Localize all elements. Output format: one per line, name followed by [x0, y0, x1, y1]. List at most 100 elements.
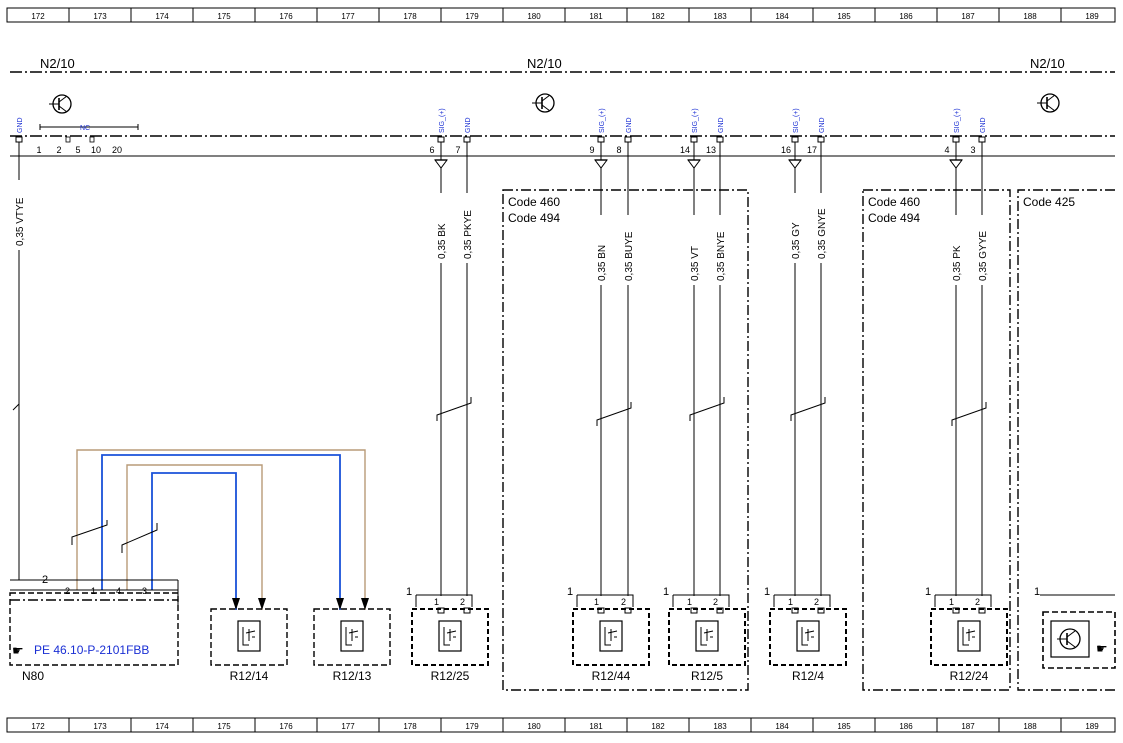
ruler-cell: 174 [155, 722, 169, 731]
wire-label-bg [688, 215, 700, 285]
sensor-housing [930, 608, 1008, 666]
ruler-cell: 187 [961, 722, 975, 731]
twisted-pair-mark [689, 397, 725, 421]
sensor-pin: 1 [925, 586, 931, 598]
signal-arrow-icon [788, 159, 802, 169]
temperature-sensor-icon [604, 627, 618, 646]
control-module-n2-10: N2/10 N2/10 N2/10 NC [10, 56, 1115, 157]
sensor-pin: 1 [788, 597, 793, 607]
pin-terminal [597, 136, 605, 143]
nc-label: NC [80, 125, 90, 132]
ruler-cell: 176 [279, 12, 293, 21]
wire: 0,35 GYYE [976, 148, 989, 596]
ruler-cell: 189 [1085, 12, 1099, 21]
pin-number: 5 [75, 145, 80, 155]
signal-arrow-icon [434, 159, 448, 169]
sensor-pin: 1 [687, 597, 692, 607]
pin-terminal [624, 607, 632, 614]
wire: 0,35 GNYE [815, 148, 828, 596]
wire: 0,35 PKYE [461, 148, 474, 596]
connector-outline [576, 594, 634, 607]
pin-terminal [716, 136, 724, 143]
sensor-housing [210, 608, 288, 666]
pin-number: 6 [429, 145, 434, 155]
sensor-pin: 1 [567, 586, 573, 598]
pin-number: 2 [56, 145, 61, 155]
module-label: N2/10 [527, 56, 562, 71]
code-box-line: Code 425 [1023, 195, 1075, 209]
n80-pin: 2 [65, 586, 70, 596]
wire-label-bg [789, 193, 801, 263]
connector-outline [672, 594, 730, 607]
module-label: N2/10 [40, 56, 75, 71]
sensor-pin: 1 [949, 597, 954, 607]
pin-number: 16 [781, 145, 791, 155]
twisted-pair-mark [951, 402, 987, 426]
wire-label-bg [435, 193, 447, 263]
module-label: N2/10 [1030, 56, 1065, 71]
transistor-icon [49, 94, 72, 114]
transistor-icon [532, 93, 555, 113]
pin-terminal [978, 136, 986, 143]
ruler-cell: 187 [961, 12, 975, 21]
code-box-line: Code 460 [868, 195, 920, 209]
wire: 0,35 BUYE [622, 148, 635, 596]
twisted-pair-mark [596, 402, 632, 426]
wire: 0,35 BK [434, 148, 472, 596]
connector-outline [773, 594, 831, 607]
wire-label: 0,35 GYYE [978, 231, 989, 281]
component-label: R12/4 [792, 669, 824, 683]
pin-number: 14 [680, 145, 690, 155]
ruler-cell: 185 [837, 12, 851, 21]
ruler-cell: 177 [341, 12, 355, 21]
component-label: N80 [22, 669, 44, 683]
sensor-housing [769, 608, 847, 666]
component-label: R12/25 [431, 669, 470, 683]
pin-name: SIG_(+) [954, 108, 961, 133]
wire-label: 0,35 VT [690, 246, 701, 281]
ruler-cell: 179 [465, 722, 479, 731]
ref-link[interactable]: PE 46.10-P-2101FBB [34, 643, 149, 657]
wire-label-bg [13, 180, 25, 250]
code-box-3: Code 425 [1017, 189, 1115, 691]
wire-label-bg [950, 215, 962, 285]
ruler-cell: 173 [93, 12, 107, 21]
ruler-cell: 186 [899, 722, 913, 731]
sensor-housing [313, 608, 391, 666]
pin-number: 4 [944, 145, 949, 155]
signal-arrow-icon [687, 159, 701, 169]
ruler-cell: 182 [651, 722, 665, 731]
sensor-pin: 2 [975, 597, 980, 607]
ruler-cell: 184 [775, 722, 789, 731]
wire-label-bg [815, 193, 827, 263]
pin-name: GND [465, 117, 472, 133]
pin-terminal [437, 136, 445, 143]
wire: 0,35 GY [788, 148, 826, 596]
code-box-line: Code 494 [508, 211, 560, 225]
twisted-pair-mark [790, 397, 826, 421]
ruler-cell: 175 [217, 722, 231, 731]
wire-label: 0,35 VTYE [15, 197, 26, 246]
pin-terminal [65, 136, 71, 143]
pin-number: 9 [589, 145, 594, 155]
ruler-cell: 174 [155, 12, 169, 21]
sensor-pin: 1 [1034, 586, 1040, 598]
code-box-line: Code 460 [508, 195, 560, 209]
sensor-pin: 1 [406, 586, 412, 598]
pin-number: 3 [970, 145, 975, 155]
code-box-1: Code 460 Code 494 [502, 189, 749, 691]
ruler-cell: 175 [217, 12, 231, 21]
wire-label: 0,35 BN [597, 245, 608, 281]
code-box-2: Code 460 Code 494 [862, 189, 1011, 691]
sensor-housing [572, 608, 650, 666]
sensor-pin: 2 [814, 597, 819, 607]
ruler-cell: 178 [403, 722, 417, 731]
wire-label-bg [714, 215, 726, 285]
wire-label-bg [976, 215, 988, 285]
wire: 0,35 VTYE [13, 148, 26, 580]
ruler-cell: 179 [465, 12, 479, 21]
transistor-icon [1037, 93, 1060, 113]
